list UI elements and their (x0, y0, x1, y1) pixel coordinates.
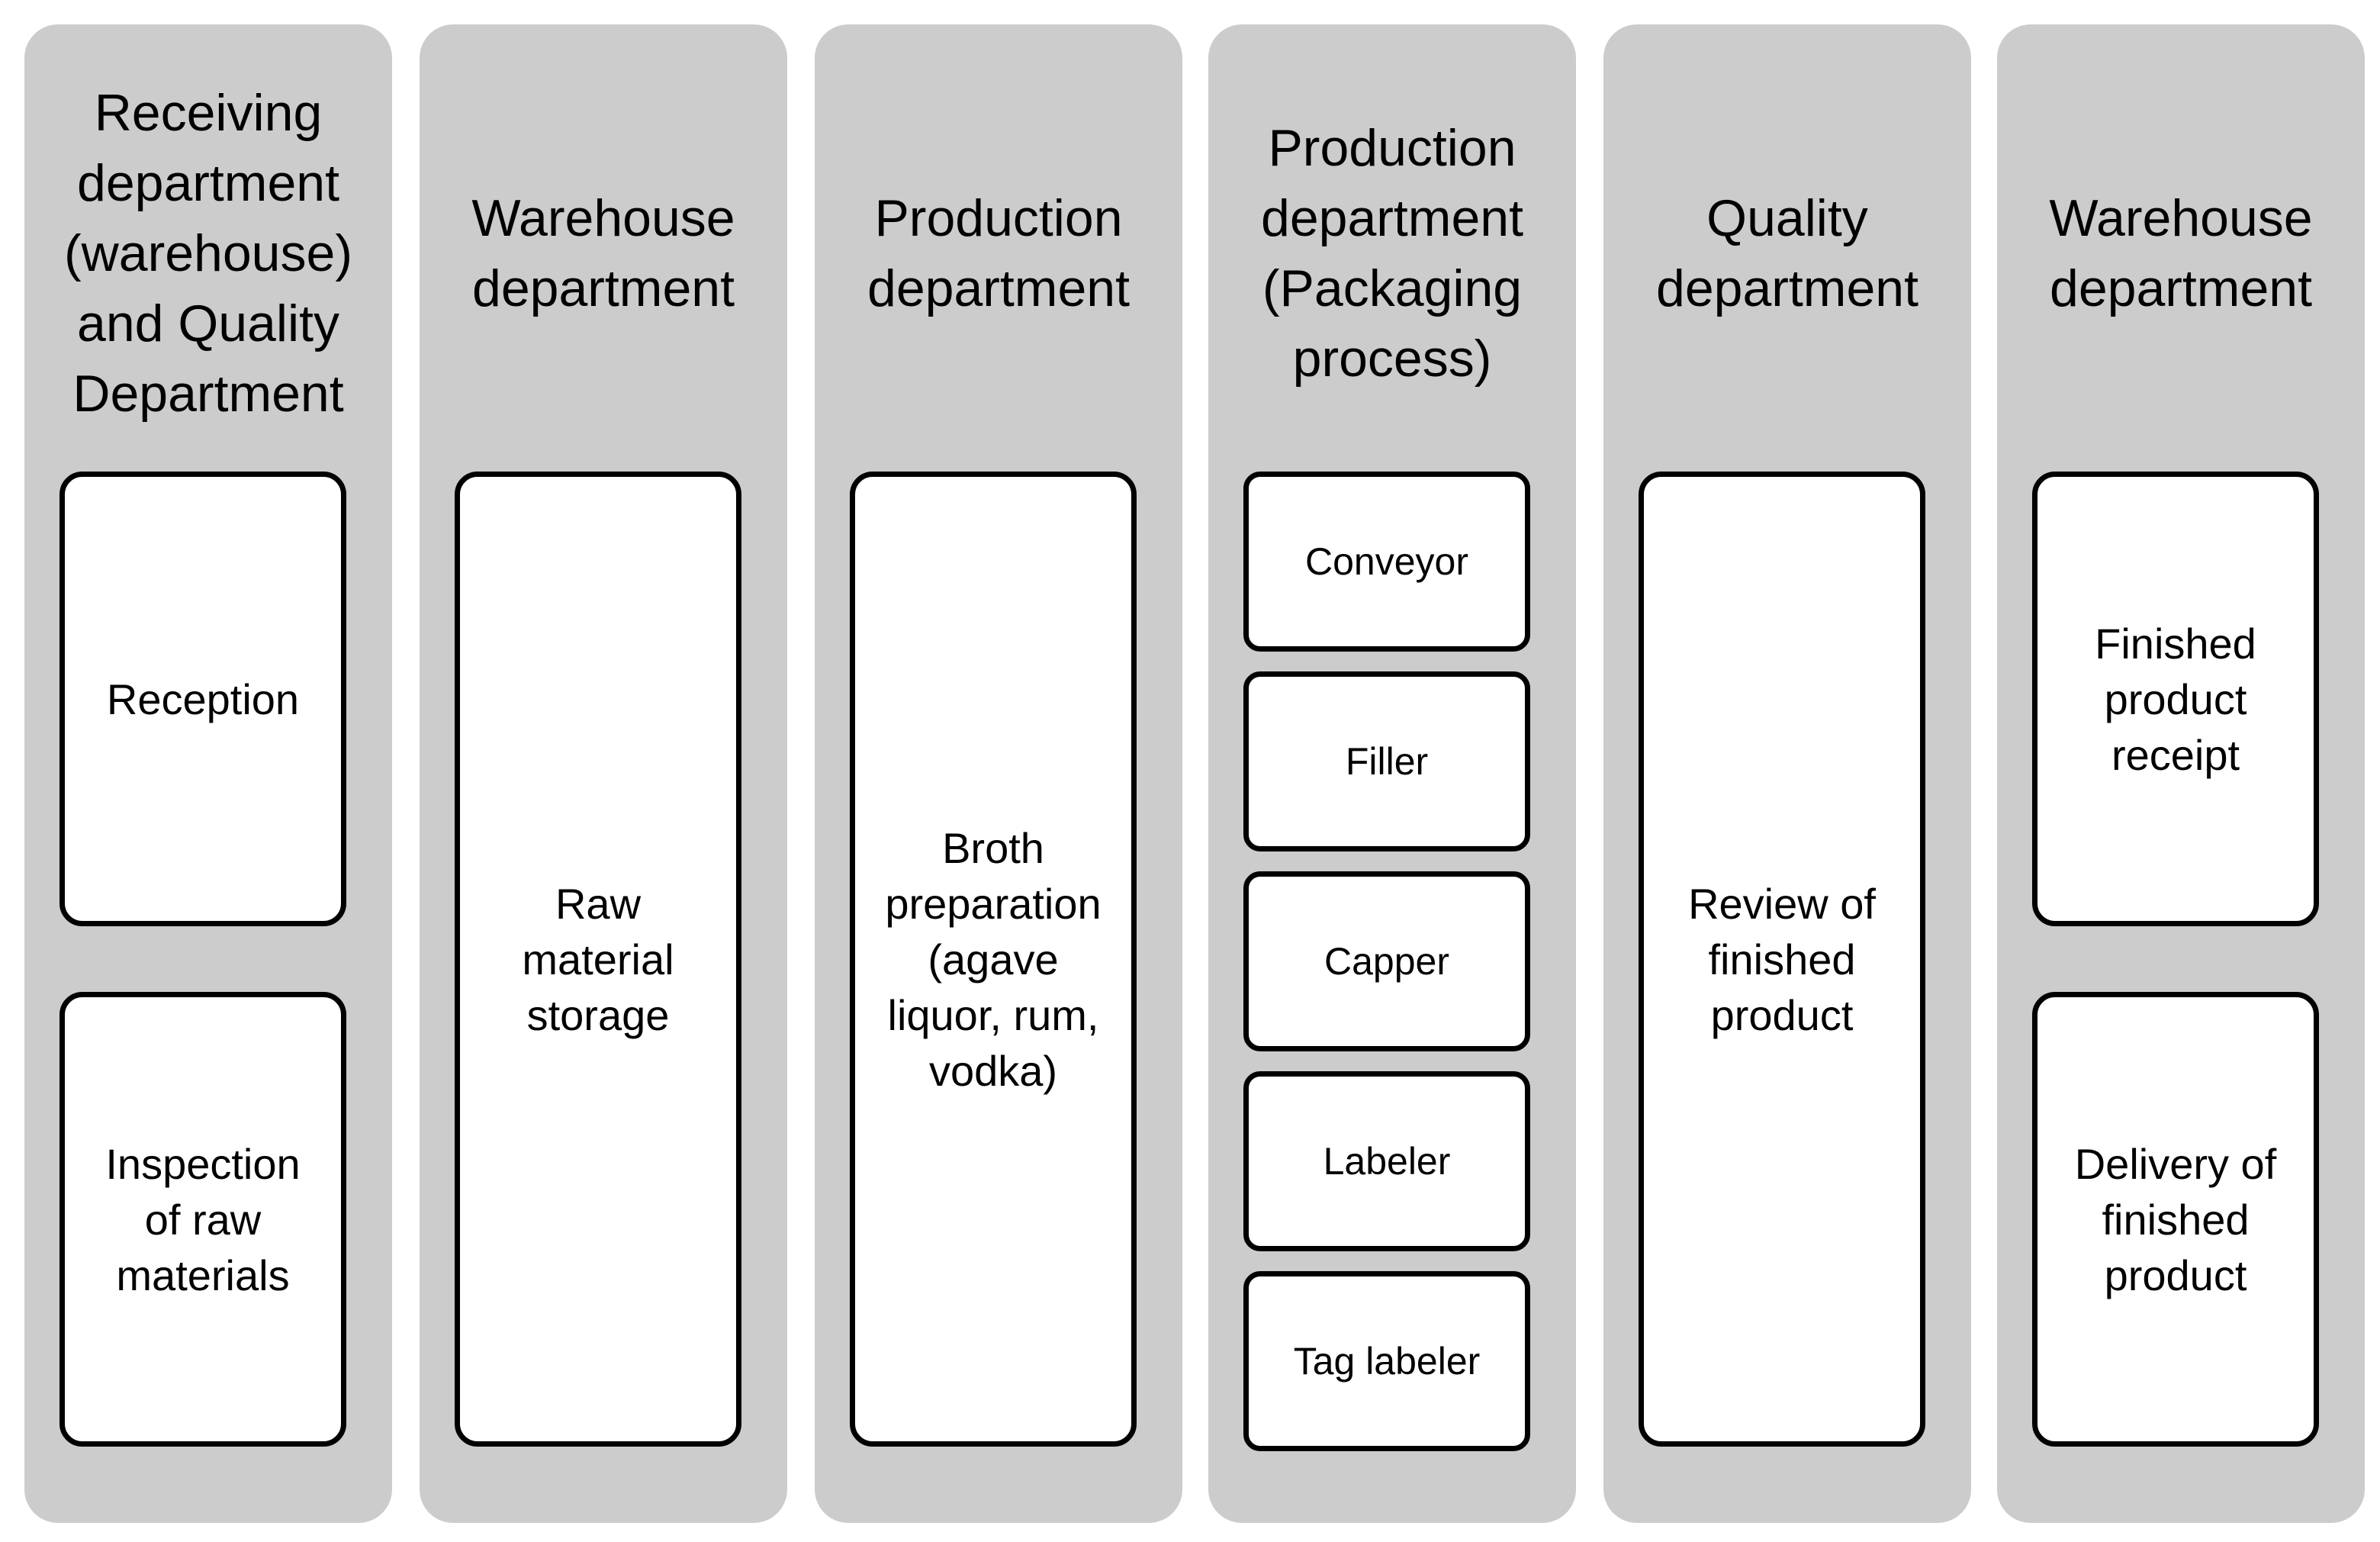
column-title-line: department (1261, 189, 1523, 247)
column-warehouse: Warehouse department Raw material storag… (420, 24, 787, 1523)
process-box-label: Capper (1324, 940, 1449, 983)
process-box-capper: Capper (1243, 871, 1530, 1051)
column-title-line: Production (874, 189, 1123, 247)
process-box-label: product (2104, 1251, 2247, 1299)
process-box-review-finished-product: Review of finished product (1639, 472, 1925, 1447)
column-title-line: department (1656, 259, 1918, 317)
column-warehouse-finished: Warehouse department Finished product re… (1997, 24, 2365, 1523)
process-box-label: finished (1708, 935, 1856, 983)
process-box-inspection: Inspection of raw materials (60, 992, 346, 1447)
process-box-conveyor: Conveyor (1243, 472, 1530, 652)
column-title-line: Warehouse (471, 189, 735, 247)
process-box-label: Reception (106, 674, 300, 723)
column-production: Production department Broth preparation … (815, 24, 1182, 1523)
column-packaging: Production department (Packaging process… (1208, 24, 1576, 1523)
process-box-filler: Filler (1243, 671, 1530, 851)
column-title: Quality department (1603, 70, 1971, 436)
process-box-label: Finished (2095, 619, 2256, 668)
column-quality: Quality department Review of finished pr… (1603, 24, 1971, 1523)
process-box-finished-product-receipt: Finished product receipt (2032, 472, 2319, 926)
process-box-label: Raw (555, 879, 642, 928)
column-title-line: process) (1292, 330, 1492, 388)
process-box-delivery-finished-product: Delivery of finished product (2032, 992, 2319, 1447)
column-title: Warehouse department (420, 70, 787, 436)
process-box-label: finished (2102, 1195, 2250, 1244)
column-title-line: Production (1268, 119, 1516, 177)
column-title: Production department (Packaging process… (1208, 70, 1576, 436)
column-title-line: department (77, 154, 339, 212)
process-box-label: product (1710, 990, 1854, 1039)
column-title: Warehouse department (1997, 70, 2365, 436)
process-box-label: receipt (2111, 730, 2240, 779)
process-box-labeler: Labeler (1243, 1071, 1530, 1251)
column-title-line: and Quality (77, 295, 339, 353)
process-box-label: Conveyor (1305, 540, 1468, 583)
process-box-reception: Reception (60, 472, 346, 926)
process-box-label: Labeler (1323, 1140, 1451, 1183)
process-box-broth-preparation: Broth preparation (agave liquor, rum, vo… (850, 472, 1137, 1447)
process-box-raw-material-storage: Raw material storage (455, 472, 741, 1447)
column-title-line: department (867, 259, 1130, 317)
column-title-line: department (472, 259, 735, 317)
column-title-line: (warehouse) (64, 224, 352, 282)
process-box-label: product (2104, 674, 2247, 723)
process-box-label: Filler (1345, 740, 1429, 783)
process-box-label: (agave (928, 935, 1059, 983)
column-title-line: Quality (1706, 189, 1868, 247)
column-title-line: Receiving (94, 84, 323, 142)
process-box-label: of raw (144, 1195, 262, 1244)
process-box-label: Delivery of (2074, 1139, 2277, 1188)
process-box-label: preparation (885, 879, 1102, 928)
column-title-line: (Packaging (1262, 259, 1523, 317)
process-box-label: Review of (1688, 879, 1876, 928)
process-box-label: material (522, 935, 674, 983)
column-title-line: Warehouse (2049, 189, 2313, 247)
column-title-line: Department (72, 365, 344, 423)
process-box-label: storage (526, 990, 670, 1039)
process-box-label: vodka) (928, 1046, 1058, 1095)
column-title-line: department (2050, 259, 2312, 317)
process-box-label: materials (116, 1251, 290, 1299)
process-box-label: liquor, rum, (887, 990, 1099, 1039)
process-box-label: Inspection (105, 1139, 301, 1188)
column-receiving-quality: Receiving department (warehouse) and Qua… (24, 24, 392, 1523)
column-title: Receiving department (warehouse) and Qua… (24, 70, 392, 436)
process-box-label: Tag labeler (1293, 1340, 1481, 1383)
process-box-label: Broth (942, 823, 1044, 872)
process-box-tag-labeler: Tag labeler (1243, 1271, 1530, 1451)
column-title: Production department (815, 70, 1182, 436)
